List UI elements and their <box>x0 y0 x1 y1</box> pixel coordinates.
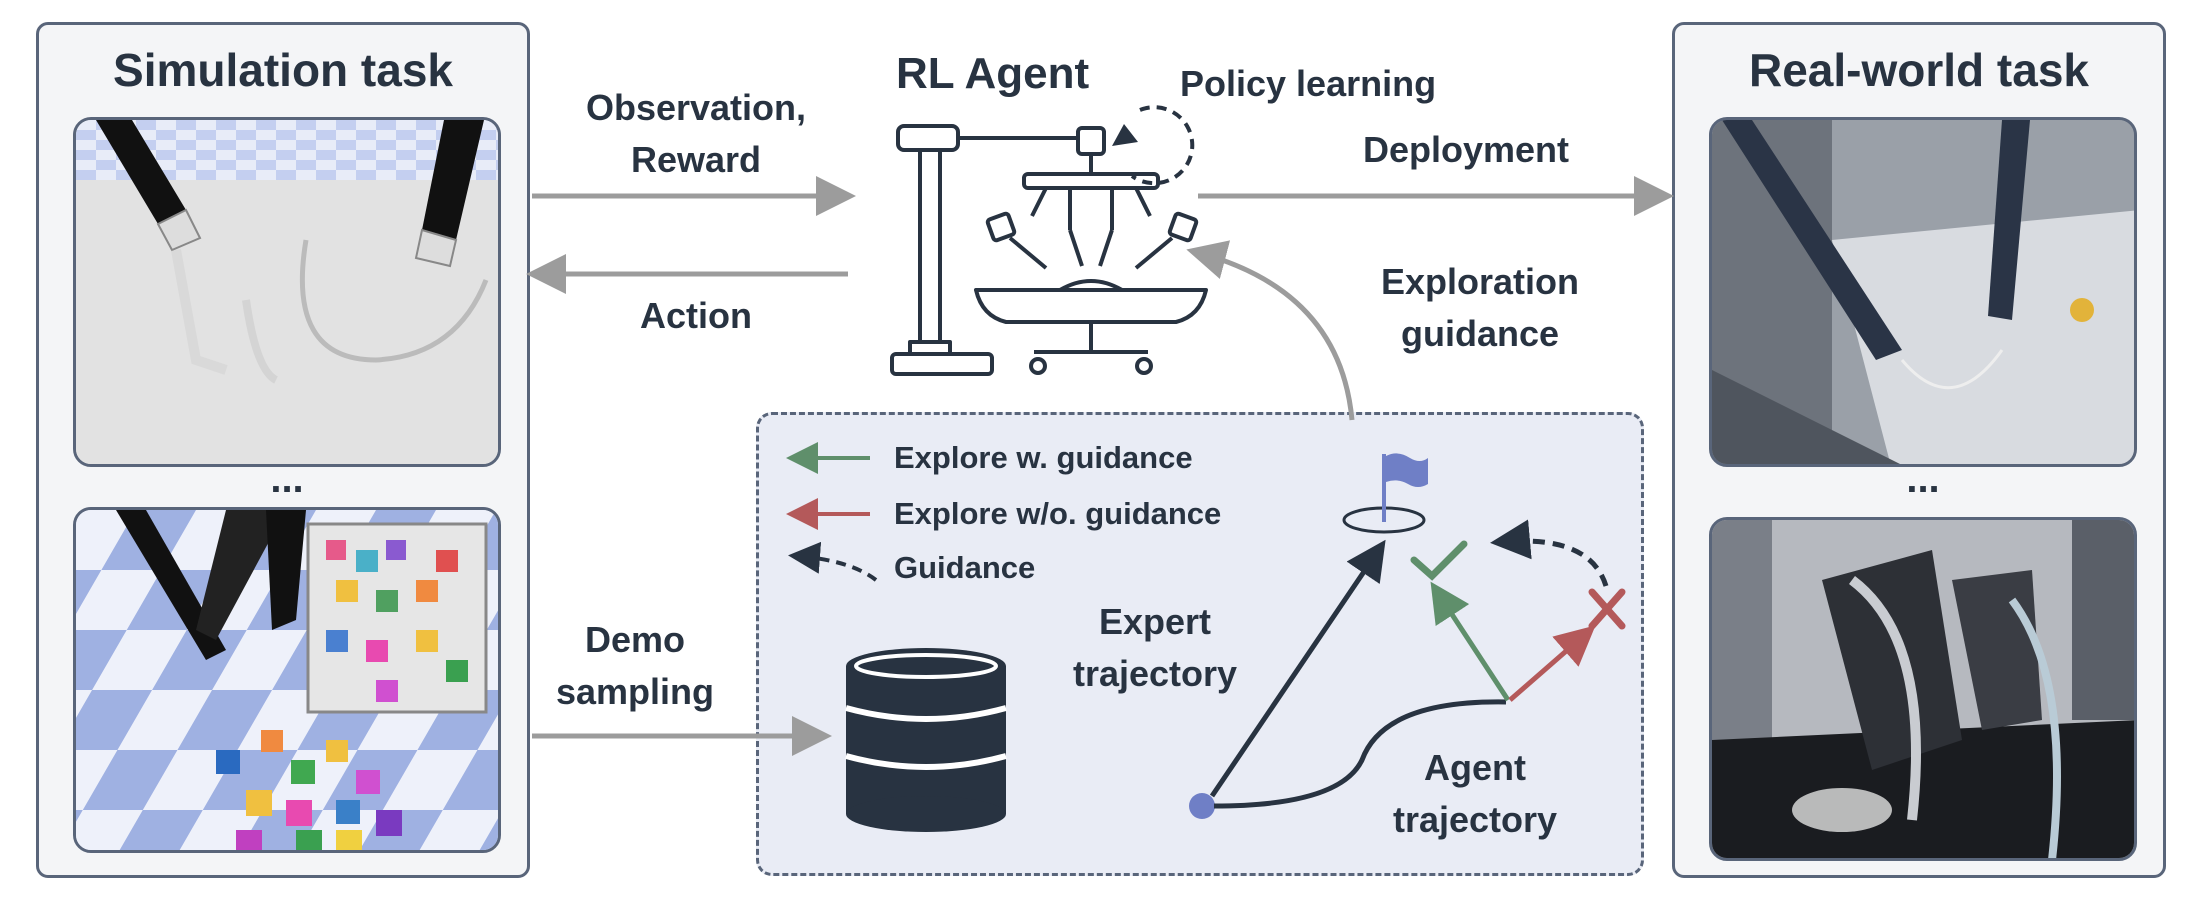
legend-guidance: Guidance <box>894 550 1036 585</box>
simulation-task-panel: Simulation task ... <box>36 22 530 878</box>
failure-cross-icon <box>1588 588 1626 630</box>
explore-without-guidance-arrow <box>1508 625 1596 702</box>
simulation-blocks-image <box>76 510 498 850</box>
deployment-label: Deployment <box>1362 129 1570 170</box>
action-label: Action <box>640 295 752 336</box>
expert-trajectory-arrow <box>1209 539 1386 798</box>
guidance-label: guidance <box>1400 313 1560 354</box>
reward-label: Reward <box>630 139 762 180</box>
policy-learning-label: Policy learning <box>1180 63 1437 104</box>
real-world-task-panel: Real-world task ... <box>1672 22 2166 878</box>
guidance-dashed-arrow <box>1490 519 1609 587</box>
real-world-needle-image <box>1712 120 2134 464</box>
legend-guidance-arrow <box>788 541 878 582</box>
success-check-icon <box>1410 540 1468 581</box>
real-world-task-title: Real-world task <box>1749 44 2089 96</box>
start-point <box>1189 793 1215 819</box>
agent-trajectory-label-2: trajectory <box>1392 799 1558 840</box>
simulation-screenshot-blocks <box>73 507 501 853</box>
real-world-ellipsis: ... <box>1906 457 1940 501</box>
surgical-robot-icon <box>890 124 1208 376</box>
simulation-needle-image <box>76 120 498 464</box>
policy-learning-cycle-icon <box>1130 105 1195 186</box>
exploration-guidance-arrow <box>1186 240 1355 421</box>
simulation-task-title: Simulation task <box>113 44 453 96</box>
exploration-label: Exploration <box>1380 261 1580 302</box>
goal-flag-icon <box>1386 453 1428 487</box>
agent-trajectory-label-1: Agent <box>1424 747 1526 788</box>
sampling-label: sampling <box>555 671 715 712</box>
simulation-ellipsis: ... <box>270 457 304 501</box>
observation-label: Observation, <box>585 87 807 128</box>
agent-trajectory-curve <box>1213 699 1507 809</box>
policy-learning-arrowhead <box>1112 124 1138 146</box>
legend-explore-without-guidance: Explore w/o. guidance <box>894 496 1222 531</box>
expert-trajectory-label-1: Expert <box>1098 601 1212 642</box>
real-world-photo-needle <box>1709 117 2137 467</box>
demo-label: Demo <box>584 619 686 660</box>
real-world-photo-robot <box>1709 517 2137 861</box>
rl-agent-title: RL Agent <box>896 49 1090 98</box>
real-world-robot-image <box>1712 520 2134 858</box>
database-icon <box>845 648 1007 832</box>
explore-with-guidance-arrow <box>1430 581 1511 702</box>
simulation-screenshot-needle <box>73 117 501 467</box>
expert-trajectory-label-2: trajectory <box>1072 653 1238 694</box>
legend-explore-with-guidance: Explore w. guidance <box>894 440 1193 475</box>
